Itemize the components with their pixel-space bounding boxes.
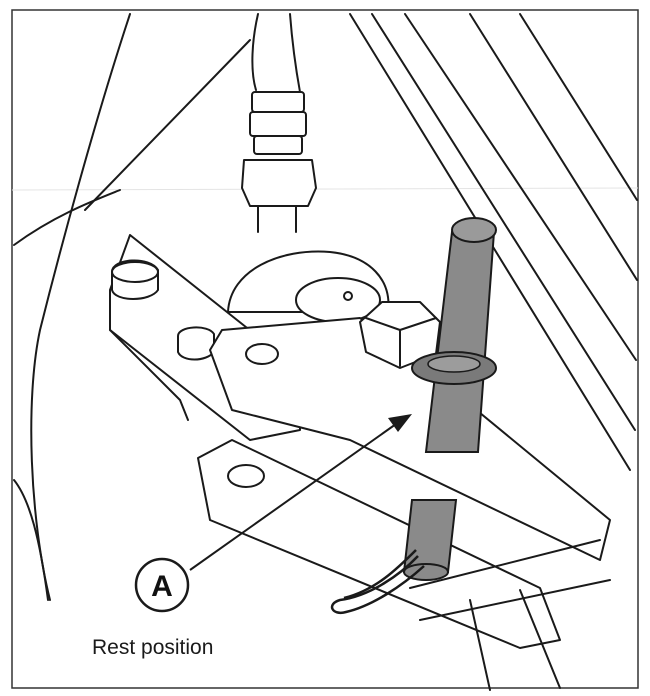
frame-rail-edge xyxy=(519,13,638,201)
pin-washer-inner xyxy=(427,355,481,373)
pin-top xyxy=(451,217,497,243)
lower-mounting-plate xyxy=(197,439,561,649)
locking-pin xyxy=(402,217,497,581)
callout-leader xyxy=(189,414,412,571)
hose-fitting-middle xyxy=(249,111,307,137)
left-body-inner-curve xyxy=(13,189,121,246)
lower-rail xyxy=(409,539,611,621)
callout-arrowhead xyxy=(388,414,412,432)
left-lower-curve xyxy=(13,479,49,601)
frame-rail-lower xyxy=(469,13,638,281)
hose-stem xyxy=(257,205,297,233)
hose-nut xyxy=(241,159,317,207)
frame-rail-mid xyxy=(404,13,637,361)
hose-right-edge xyxy=(289,13,301,93)
middle-bolt xyxy=(177,326,215,361)
left-bolt-top xyxy=(111,261,159,283)
frame-rail-inner xyxy=(371,13,636,431)
clip-loop xyxy=(330,555,425,615)
hose-left-edge xyxy=(251,13,259,91)
pin-lower-end xyxy=(403,563,449,581)
callout-letter-a: A xyxy=(151,570,173,603)
left-body-outline xyxy=(30,13,131,601)
callout-circle xyxy=(134,557,190,613)
hex-nut-face xyxy=(365,317,437,367)
left-diagonal-line xyxy=(84,39,251,211)
figure-caption: Rest position xyxy=(92,636,214,659)
hose-fitting-lower xyxy=(253,135,303,155)
lower-plate-hole xyxy=(227,464,265,488)
pivot-small-hole xyxy=(343,291,353,301)
scan-line xyxy=(11,187,639,191)
hose-fitting-upper xyxy=(251,91,305,113)
clip-arm xyxy=(343,549,417,600)
bottom-support xyxy=(469,589,561,691)
main-arm-hole xyxy=(245,343,279,365)
main-arm-plate xyxy=(209,317,611,561)
hair-pin-clip xyxy=(330,549,425,615)
upper-left-link-side xyxy=(109,329,189,421)
